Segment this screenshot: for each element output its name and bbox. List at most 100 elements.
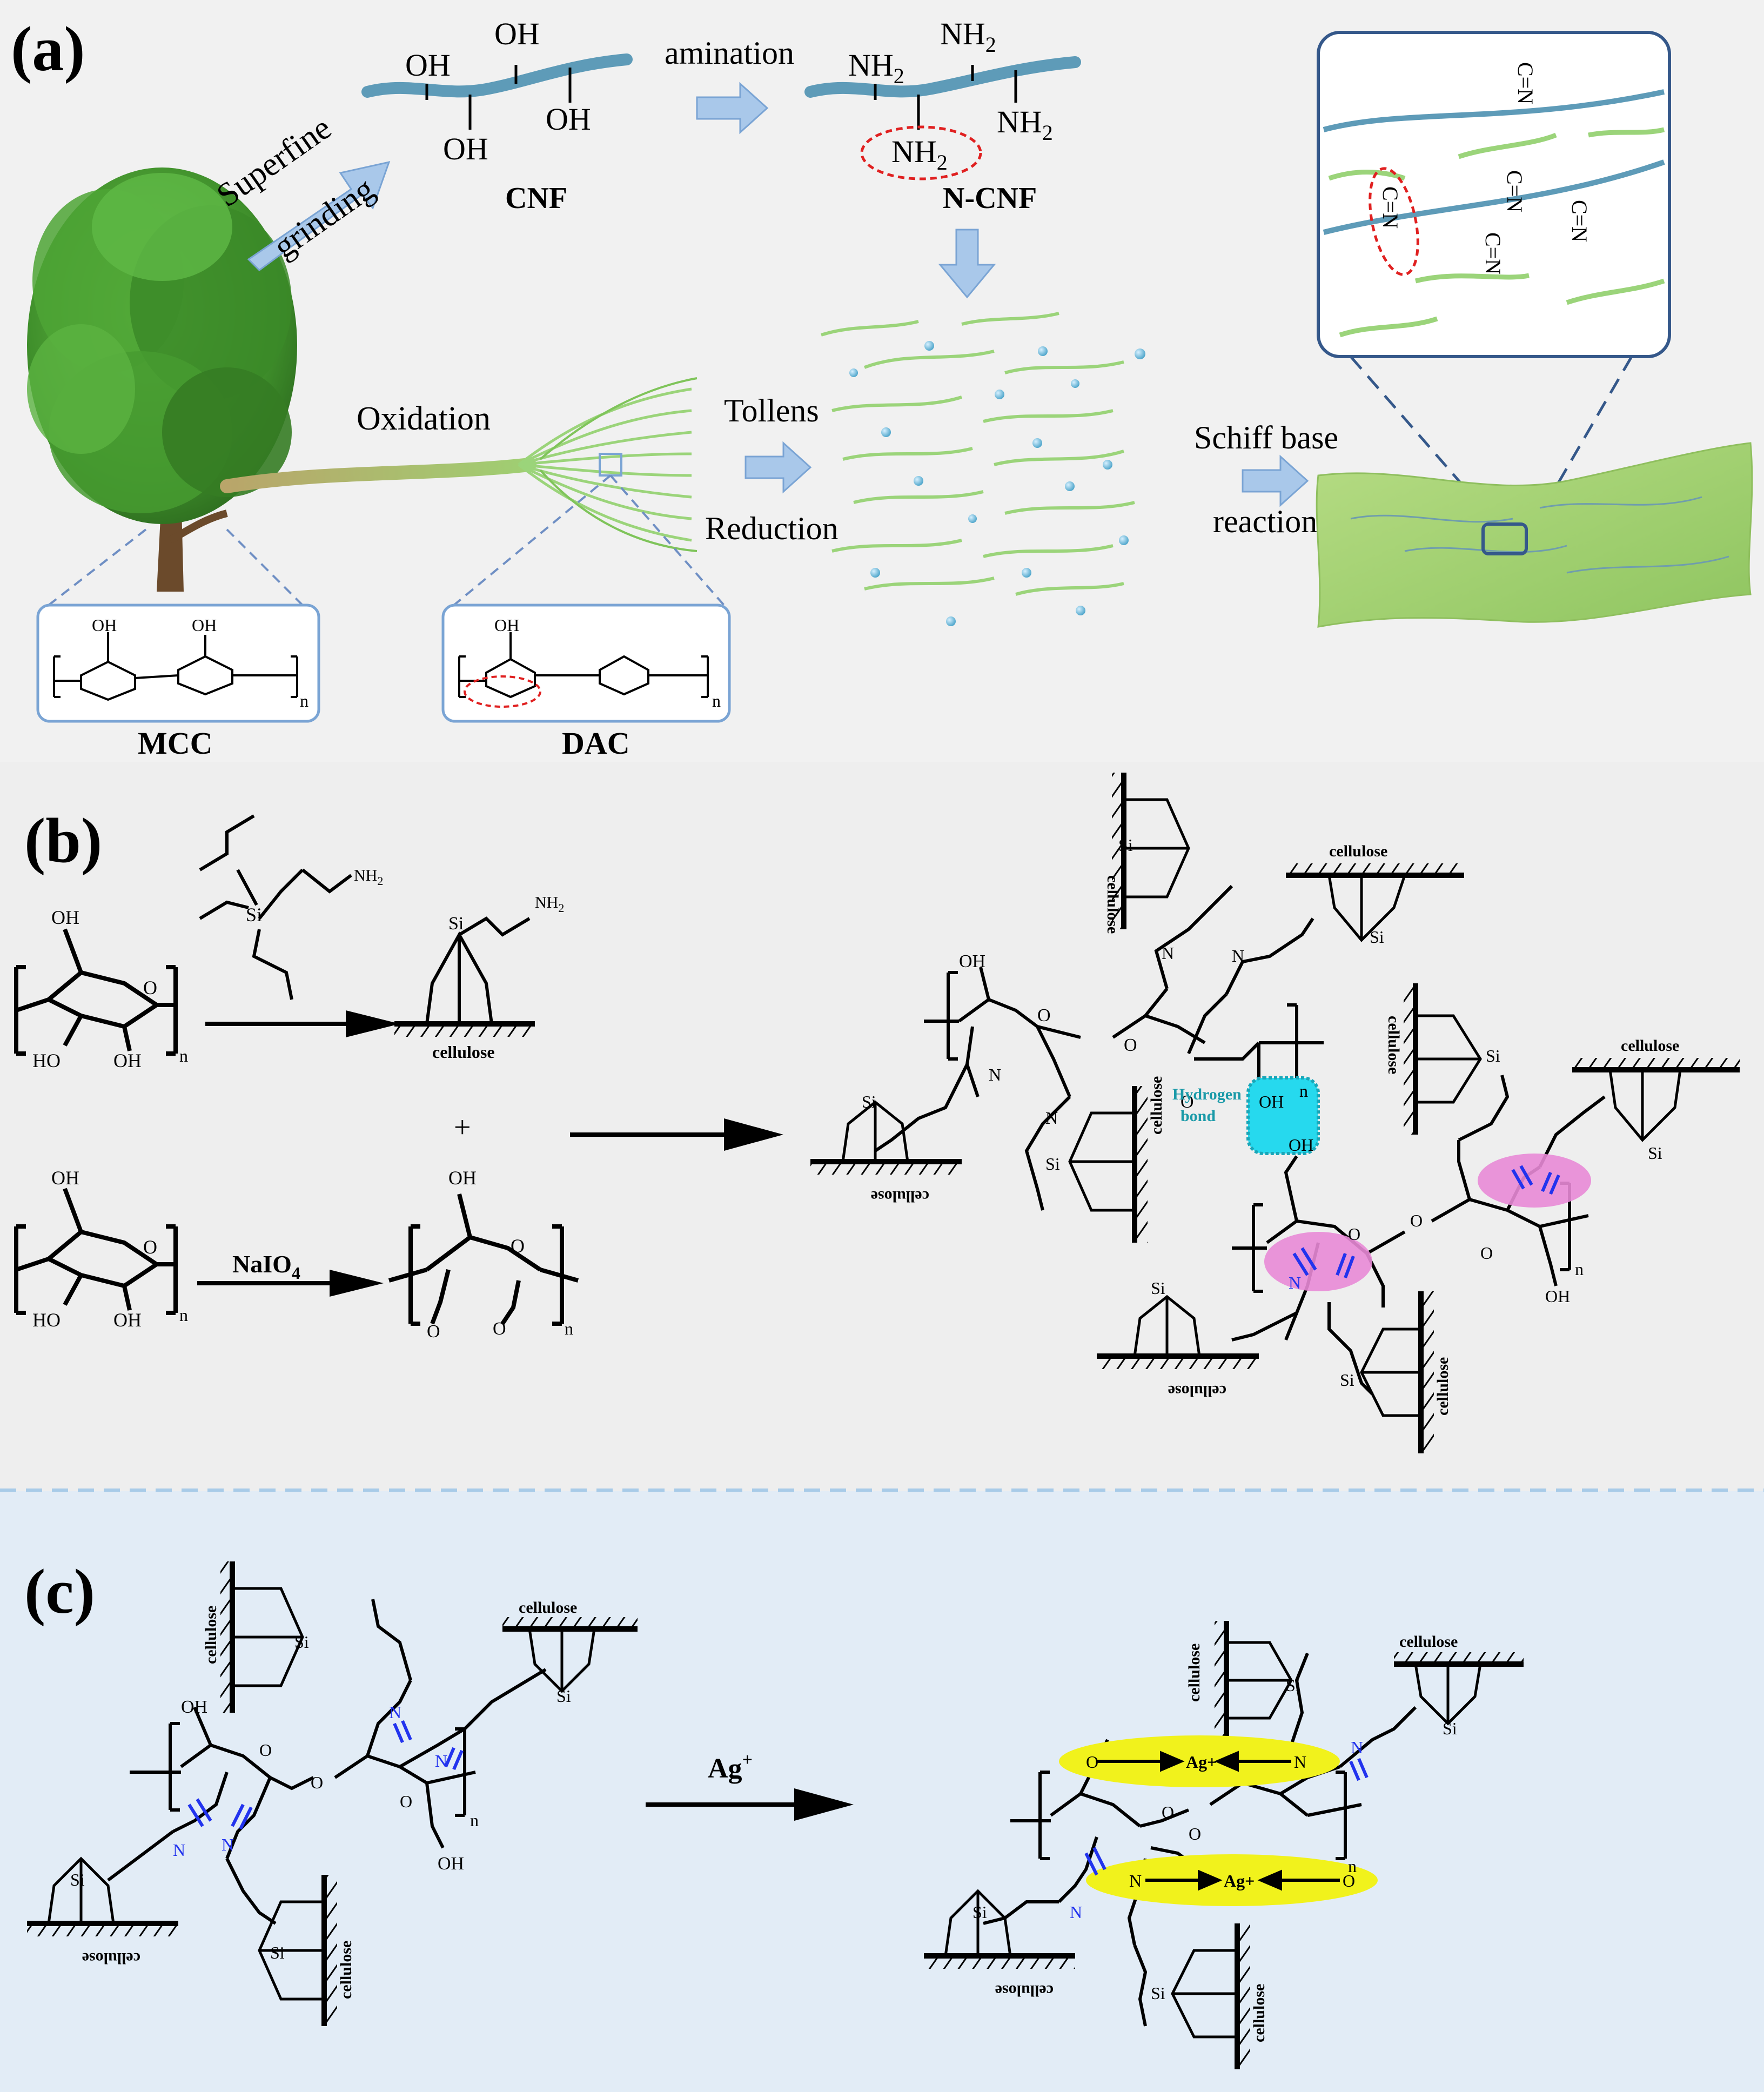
ncnf-fiber: NH2 NH2 NH2 NH2 N-CNF — [804, 16, 1081, 215]
c1-sub-n: n — [470, 1811, 479, 1830]
dac-unit-n: n — [565, 1319, 573, 1338]
panel-c-background — [0, 1491, 1764, 2092]
unit2-ring-o: O — [143, 1236, 157, 1258]
dac-unit-oh: OH — [448, 1167, 477, 1189]
reaction-label: reaction — [1213, 504, 1317, 539]
imine-highlight-2 — [1478, 1154, 1591, 1208]
c2-si-3: Si — [1286, 1675, 1300, 1695]
aptes-si: Si — [246, 904, 262, 926]
naio4-label: NaIO4 — [232, 1250, 300, 1283]
product-o-5: O — [1410, 1211, 1423, 1230]
hbond-oh-1: OH — [1259, 1092, 1284, 1111]
mcc-label: MCC — [138, 726, 213, 761]
hydrogen-label: Hydrogen — [1172, 1085, 1242, 1103]
cnf-oh-3: OH — [443, 131, 488, 166]
c1-n-3: N — [389, 1702, 401, 1722]
panel-b-background — [0, 762, 1764, 1491]
dac-oh: OH — [494, 615, 519, 635]
product-o-4: O — [1348, 1224, 1360, 1244]
c2-cellulose-1: cellulose — [1185, 1644, 1203, 1702]
dac-n: n — [712, 691, 721, 710]
unit2-n: n — [179, 1305, 188, 1325]
silanized-cellulose — [394, 916, 535, 1037]
unit1-ring-o: O — [143, 977, 157, 998]
si-8: Si — [1340, 1370, 1354, 1390]
fiber-nanoparticle-mixture — [821, 312, 1145, 626]
product-sub-n-1: n — [1299, 1081, 1308, 1101]
amination-label: amination — [665, 35, 794, 71]
amination-arrow: amination — [665, 35, 794, 135]
c1-si-3: Si — [294, 1632, 309, 1652]
c1-o-1: O — [259, 1740, 272, 1760]
tree-illustration — [27, 167, 297, 592]
cellulose-surfaces-c2 — [924, 1621, 1524, 2069]
c2-o-2: O — [1343, 1871, 1355, 1890]
mcc-structure-box: OH OH n MCC — [36, 604, 320, 761]
cellulose-label-b4: cellulose — [1148, 1076, 1165, 1135]
cnf-label: CNF — [505, 182, 567, 215]
panel-b: (b) OH HO OH O n Si NH2 — [14, 773, 1740, 1453]
tollens-reduction-arrow: Tollens Reduction — [705, 393, 839, 546]
cellulose-label-b8: cellulose — [1434, 1357, 1452, 1416]
cellulose-surfaces-b — [810, 773, 1740, 1453]
network-after-ag — [983, 1652, 1417, 2027]
hydrogen-bond-highlight — [1246, 1076, 1320, 1155]
plus-sign: + — [454, 1111, 471, 1144]
c2-ag-2: Ag+ — [1224, 1871, 1255, 1890]
silanized-nh2: NH2 — [535, 894, 564, 915]
c2-si-4: Si — [1443, 1719, 1457, 1738]
cellulose-label-b5: cellulose — [1385, 1016, 1403, 1074]
unit2-oh: OH — [113, 1309, 142, 1331]
si-7: Si — [1151, 1278, 1165, 1298]
si-6: Si — [1648, 1143, 1662, 1163]
cellulose-label-b3: cellulose — [871, 1188, 929, 1205]
cn-bond-5: C=N — [1378, 186, 1403, 229]
product-n-5: N — [1289, 1273, 1301, 1292]
oxidation-fiber-bundle: Oxidation — [220, 377, 697, 552]
bond-label: bond — [1181, 1107, 1216, 1125]
product-o-2: O — [1124, 1035, 1137, 1055]
unit1-ho: HO — [32, 1050, 61, 1071]
si-5: Si — [1486, 1046, 1500, 1065]
ag-chelate-highlight-1 — [1059, 1735, 1340, 1787]
c2-si-1: Si — [972, 1902, 987, 1922]
c2-sub-n: n — [1348, 1856, 1357, 1876]
ncnf-nh2-3: NH2 — [891, 134, 948, 175]
cnf-oh-2: OH — [494, 16, 540, 51]
dac-unit-o2: O — [493, 1319, 506, 1339]
c1-si-4: Si — [556, 1686, 571, 1706]
oxidation-label: Oxidation — [357, 400, 491, 437]
aerogel-sheet — [1316, 442, 1753, 628]
panel-c-label: (c) — [24, 1556, 95, 1627]
silanized-cellulose-label: cellulose — [432, 1042, 495, 1062]
si-4: Si — [1045, 1154, 1060, 1174]
c1-cellulose-2: cellulose — [519, 1599, 577, 1617]
tollens-label: Tollens — [724, 393, 819, 428]
c1-o-3: O — [400, 1792, 412, 1811]
c2-cellulose-2: cellulose — [1399, 1633, 1458, 1651]
c2-n-4: N — [1351, 1738, 1363, 1757]
c1-o-2: O — [311, 1773, 323, 1792]
product-n-2: N — [1232, 946, 1244, 965]
product-n-4: N — [1045, 1108, 1058, 1128]
ag-chelate-highlight-2 — [1086, 1854, 1378, 1906]
aptes-nh2: NH2 — [354, 867, 383, 888]
cellulose-label-b2: cellulose — [1329, 842, 1387, 860]
ncnf-nh2-4: NH2 — [997, 104, 1053, 145]
ncnf-nh2-2: NH2 — [940, 16, 996, 57]
product-o-1: O — [1037, 1005, 1051, 1025]
c1-n-4: N — [435, 1751, 447, 1771]
cn-bond-3: C=N — [1481, 232, 1505, 274]
imine-double-bonds-c1 — [187, 1720, 464, 1830]
dac-unit-o1: O — [427, 1322, 440, 1342]
c1-si-2: Si — [270, 1943, 285, 1962]
cellulose-unit-1 — [14, 928, 178, 1056]
c2-n-3: N — [1070, 1902, 1082, 1922]
cnf-oh-4: OH — [546, 102, 591, 137]
unit1-n: n — [179, 1046, 188, 1065]
dac-unit — [388, 1193, 579, 1326]
imine-double-bonds-b — [1292, 1165, 1560, 1279]
c1-oh-2: OH — [438, 1854, 464, 1874]
mcc-oh-2: OH — [192, 615, 217, 635]
c2-ag-1: Ag+ — [1186, 1752, 1217, 1772]
